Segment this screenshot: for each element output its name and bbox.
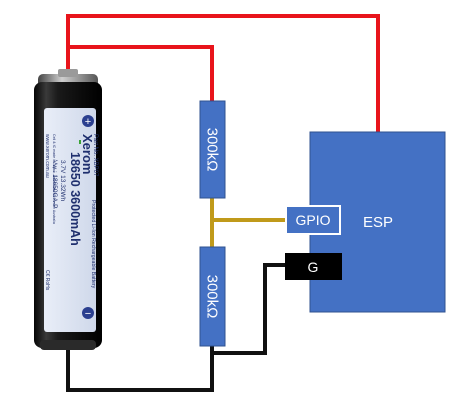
battery-website: www.xerom.com.au: [44, 134, 50, 178]
resistor-bottom: [199, 246, 226, 347]
battery-model: 18650 3600mAh: [68, 152, 82, 246]
battery-spec-2: Vw : 18650GA-P: [51, 160, 58, 208]
battery-minus-circle: [82, 307, 94, 319]
battery-label-strip: [44, 108, 96, 332]
battery-logo-accent: [79, 140, 81, 144]
gpio-pin: [285, 205, 341, 235]
esp-module: ESP GPIO G: [285, 131, 446, 313]
resistor-bottom-label: 300kΩ: [204, 275, 221, 319]
battery-spec-1: 3.7V 13.32Wh: [59, 160, 66, 202]
positive-wire-to-divider: [68, 45, 214, 101]
ground-wire-battery: [66, 346, 214, 392]
battery-brand: Xerom: [80, 134, 95, 174]
battery-description-2: Cell & IC made in Japan. Assembled for X…: [52, 134, 56, 224]
resistor-top: [199, 100, 226, 199]
battery-18650: + − Xerom 18650 3600mAh Part No. XBP07 3…: [34, 69, 102, 350]
battery-positive-nub: [58, 69, 78, 77]
gpio-label: GPIO: [295, 212, 330, 228]
ground-wire-esp: [212, 263, 290, 355]
resistor-top-label: 300kΩ: [204, 128, 221, 172]
battery-ce-mark: C€ RoHs: [44, 270, 50, 291]
battery-part-no: Part No. XBP07: [92, 134, 98, 177]
ground-pin: [285, 253, 342, 280]
battery-description-1: Protected Li-Ion Rechargeable Battery: [90, 200, 96, 289]
voltage-divider: 300kΩ 300kΩ: [199, 100, 226, 347]
battery-minus-symbol: −: [85, 308, 91, 320]
ground-pin-label: G: [308, 259, 319, 275]
wires: [66, 14, 380, 392]
esp-label: ESP: [363, 214, 393, 231]
battery-plus-circle: [82, 115, 94, 127]
battery-bottom-cap: [40, 340, 96, 350]
battery-plus-symbol: +: [85, 116, 91, 128]
